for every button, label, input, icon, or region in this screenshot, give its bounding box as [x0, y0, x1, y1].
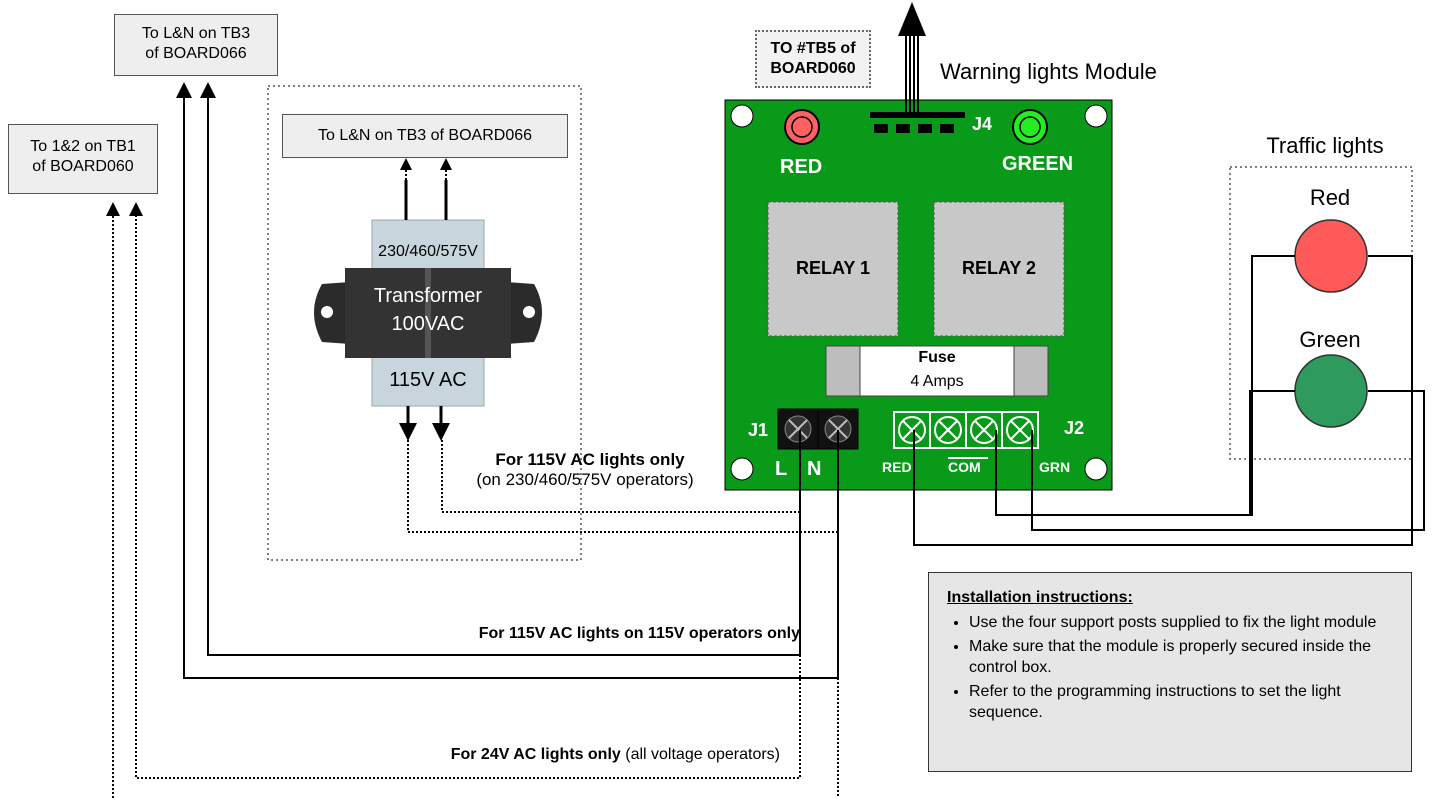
note-115v-operators: For 115V AC lights on 115V operators onl…: [478, 625, 800, 642]
red-led-outer: [784, 109, 820, 145]
supply-arrowheads: [106, 82, 216, 216]
j2-red-label: RED: [882, 459, 912, 475]
relay-1: [767, 201, 899, 337]
instructions-list: Use the four support posts supplied to f…: [947, 612, 1395, 723]
instruction-item: Use the four support posts supplied to f…: [969, 612, 1395, 633]
j1-n-label: N: [807, 458, 822, 480]
tb5-line1: TO #TB5 of: [770, 40, 856, 57]
relay-2-label: RELAY 2: [961, 258, 1037, 278]
green-led-outer: [1012, 109, 1048, 145]
green-lamp-label: Green: [1299, 327, 1361, 352]
transformer-core-seam: [425, 268, 431, 358]
supply-wiring: [112, 92, 839, 798]
transformer-name: Transformer: [373, 285, 483, 307]
j2-terminal-block: [893, 411, 1039, 459]
j1-l-label: L: [775, 458, 788, 480]
note-24v: For 24V AC lights only (all voltage oper…: [380, 745, 780, 765]
tb1-label-box: To 1&2 on TB1 of BOARD060: [8, 124, 158, 194]
installation-instructions: Installation instructions: Use the four …: [928, 572, 1412, 772]
pcb-mount-hole-bl: [730, 457, 754, 481]
j4-output-wires: [898, 2, 926, 112]
j1-label: J1: [748, 420, 769, 440]
fuse-title: Fuse: [918, 349, 956, 366]
green-led-inner: [1019, 116, 1041, 138]
j2-com-label: COM: [948, 459, 981, 475]
pcb-mount-hole-br: [1084, 457, 1108, 481]
relay-1-label: RELAY 1: [795, 258, 871, 278]
tb3-top-line2: of BOARD066: [145, 45, 247, 62]
tb3-inner-label-box: To L&N on TB3 of BOARD066: [282, 114, 568, 158]
note-115v-sub: (on 230/460/575V operators): [476, 470, 694, 489]
tb5-line2: BOARD060: [770, 60, 856, 77]
j4-pin-4: [940, 124, 954, 133]
right-mount-hole: [523, 306, 535, 318]
red-lamp-label: Red: [1309, 185, 1351, 210]
j2-label: J2: [1064, 418, 1085, 438]
transformer-enclosure: [267, 85, 582, 561]
traffic-lights-enclosure: [1229, 166, 1413, 460]
transformer-bottom-voltage: 115V AC: [389, 369, 467, 391]
red-lamp: [1294, 219, 1368, 293]
j4-pin-2: [896, 124, 910, 133]
note-115v-bold: For 115V AC lights only: [495, 450, 685, 469]
lamp-wiring: [913, 255, 1425, 546]
green-led-label: GREEN: [1002, 153, 1074, 175]
relay-2: [933, 201, 1065, 337]
pcb-mount-hole-tr: [1084, 104, 1108, 128]
j4-pin-3: [918, 124, 932, 133]
note-24v-sub: (all voltage operators): [625, 746, 780, 763]
j2-grn-label: GRN: [1039, 459, 1071, 475]
red-led-inner: [791, 116, 813, 138]
tb1-line1: To 1&2 on TB1: [30, 138, 136, 155]
transformer-top-voltage: 230/460/575V: [378, 243, 478, 260]
left-mount-hole: [321, 306, 333, 318]
note-24v-bold: For 24V AC lights only: [450, 746, 621, 763]
fuse-body: [859, 345, 1015, 397]
module-title: Warning lights Module: [940, 59, 1157, 84]
traffic-lights-title: Traffic lights: [1266, 133, 1384, 158]
fuse-rating: 4 Amps: [910, 373, 964, 390]
tb3-inner-text: To L&N on TB3 of BOARD066: [317, 127, 533, 144]
warning-lights-pcb: [724, 99, 1113, 491]
tb3-top-label-box: To L&N on TB3 of BOARD066: [114, 14, 278, 76]
instruction-item: Refer to the programming instructions to…: [969, 681, 1395, 723]
transformer-rating: 100VAC: [391, 313, 465, 335]
j4-header-bar: [870, 112, 965, 118]
tb3-top-line1: To L&N on TB3: [141, 25, 251, 42]
pcb-mount-hole-tl: [730, 104, 754, 128]
instructions-title: Installation instructions:: [947, 589, 1133, 606]
tb1-line2: of BOARD060: [32, 158, 134, 175]
j4-label: J4: [972, 114, 993, 134]
j1-terminal-block: [777, 408, 859, 450]
instruction-item: Make sure that the module is properly se…: [969, 636, 1395, 678]
tb5-label-box: TO #TB5 of BOARD060: [755, 30, 871, 88]
transformer: [314, 158, 542, 441]
j4-pin-1: [874, 124, 888, 133]
green-lamp: [1294, 354, 1368, 428]
red-led-label: RED: [780, 156, 823, 178]
